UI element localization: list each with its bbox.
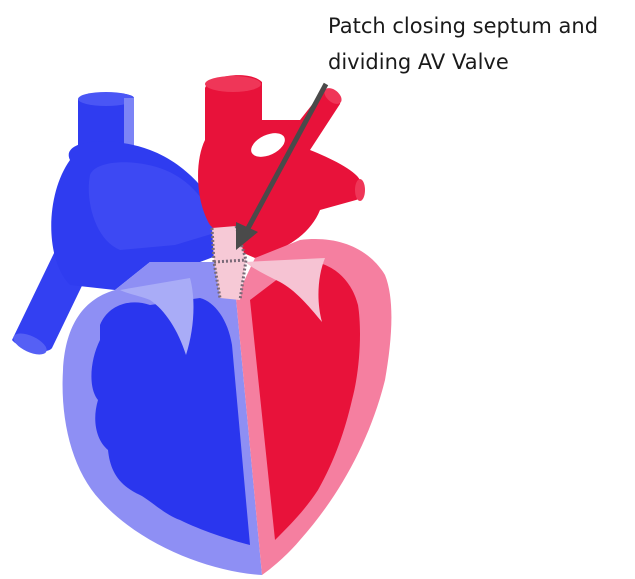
heart-diagram	[0, 0, 635, 579]
